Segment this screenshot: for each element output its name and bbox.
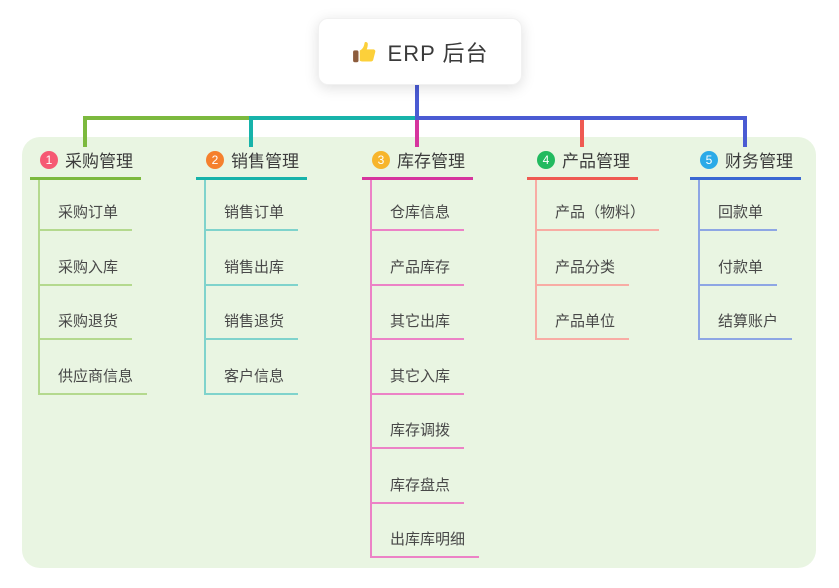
branch-index-badge: 4 [537,150,555,169]
branch-node[interactable]: 5 财务管理 [690,147,801,180]
branch-children: 仓库信息产品库存其它出库其它入库库存调拨库存盘点出库库明细 [370,180,480,558]
child-node[interactable]: 供应商信息 [40,340,148,395]
branch-children: 产品（物料） 产品分类产品单位 [535,180,660,340]
child-label: 仓库信息 [390,204,451,221]
branch-node[interactable]: 3 库存管理 [362,147,473,180]
child-node[interactable]: 付款单 [700,231,778,286]
branch-label: 库存管理 [397,152,465,171]
child-node[interactable]: 库存盘点 [372,449,465,504]
thumbs-up-icon [352,41,375,62]
child-label: 产品库存 [390,258,451,276]
connector-line [83,116,87,147]
branch-children: 回款单付款单结算账户 [698,180,793,340]
child-node[interactable]: 销售订单 [206,180,299,231]
child-label: 出库库明细 [390,531,466,548]
connector-line [249,116,419,120]
child-label: 采购退货 [58,313,119,330]
child-label: 其它入库 [390,367,451,385]
branch-children: 销售订单销售出库销售退货客户信息 [204,180,299,395]
branch-label: 财务管理 [725,152,793,171]
child-node[interactable]: 采购订单 [40,180,133,231]
child-node[interactable]: 其它出库 [372,286,465,340]
branch-index-badge: 3 [372,150,390,169]
child-label: 结算账户 [718,313,779,330]
branch-label: 产品管理 [562,152,630,171]
connector-line [415,116,747,120]
branch-node[interactable]: 1 采购管理 [30,147,141,180]
connector-line [743,116,747,147]
connector-line [83,116,253,120]
child-label: 产品分类 [555,258,616,276]
child-label: 客户信息 [224,367,285,385]
branch: 4 产品管理 产品（物料） 产品分类产品单位 [527,147,660,340]
child-node[interactable]: 采购退货 [40,286,133,340]
child-node[interactable]: 销售退货 [206,286,299,340]
child-node[interactable]: 客户信息 [206,340,299,395]
branch-index-badge: 5 [700,150,718,169]
root-title: ERP 后台 [387,40,489,66]
branch-node[interactable]: 4 产品管理 [527,147,638,180]
branch: 3 库存管理 仓库信息产品库存其它出库其它入库库存调拨库存盘点出库库明细 [362,147,480,558]
branch-label: 采购管理 [65,152,133,171]
child-node[interactable]: 产品分类 [537,231,630,286]
child-node[interactable]: 出库库明细 [372,504,480,558]
branch-index-badge: 2 [206,150,224,169]
child-node[interactable]: 其它入库 [372,340,465,395]
connector-line [249,116,253,147]
child-label: 供应商信息 [58,367,134,385]
branch-children: 采购订单采购入库采购退货供应商信息 [38,180,148,395]
branch: 2 销售管理 销售订单销售出库销售退货客户信息 [196,147,307,395]
child-label: 付款单 [718,258,764,276]
child-label: 产品（物料） [555,204,646,221]
child-node[interactable]: 销售出库 [206,231,299,286]
branch: 1 采购管理 采购订单采购入库采购退货供应商信息 [30,147,148,395]
branches-panel [22,137,816,568]
connector-line [415,85,419,120]
connector-line [415,120,419,147]
child-node[interactable]: 仓库信息 [372,180,465,231]
branch: 5 财务管理 回款单付款单结算账户 [690,147,801,340]
branch-index-badge: 1 [40,150,58,169]
child-node[interactable]: 采购入库 [40,231,133,286]
branch-node[interactable]: 2 销售管理 [196,147,307,180]
child-node[interactable]: 产品（物料） [537,180,660,231]
child-label: 销售出库 [224,258,285,276]
child-node[interactable]: 结算账户 [700,286,793,340]
child-label: 产品单位 [555,313,616,330]
branch-label: 销售管理 [231,152,299,171]
child-label: 采购入库 [58,258,119,276]
child-node[interactable]: 库存调拨 [372,395,465,449]
child-label: 销售订单 [224,204,285,221]
child-label: 回款单 [718,204,764,221]
connector-line [580,120,584,147]
child-label: 其它出库 [390,313,451,330]
child-node[interactable]: 产品单位 [537,286,630,340]
child-node[interactable]: 回款单 [700,180,778,231]
root-node[interactable]: ERP 后台 [318,18,522,85]
child-label: 采购订单 [58,204,119,221]
child-node[interactable]: 产品库存 [372,231,465,286]
child-label: 库存调拨 [390,422,451,439]
child-label: 销售退货 [224,313,285,330]
child-label: 库存盘点 [390,476,451,494]
